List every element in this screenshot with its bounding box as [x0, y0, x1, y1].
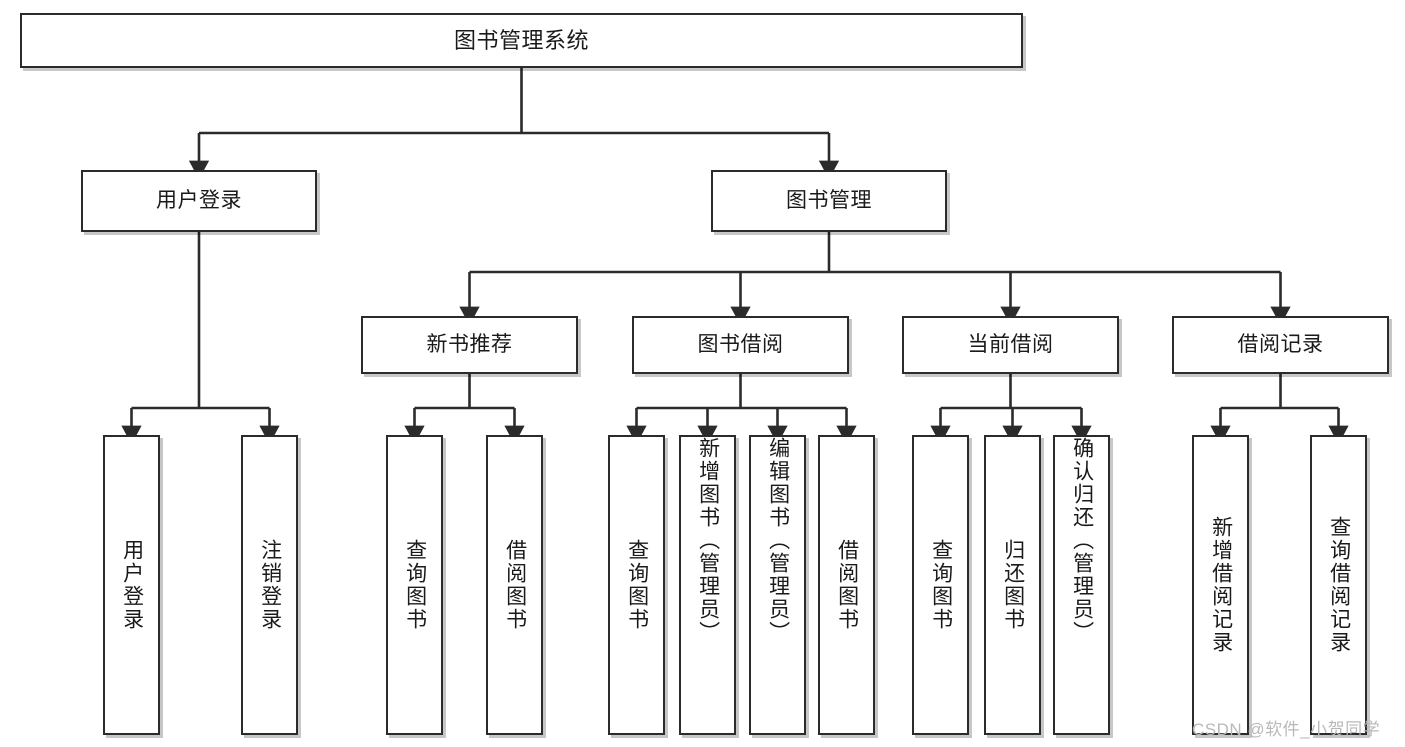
node-leaf-borrow-book[interactable]: 借阅图书 — [818, 435, 875, 735]
node-book-manage[interactable]: 图书管理 — [711, 170, 947, 232]
node-leaf-query-book-borrow[interactable]: 查询图书 — [608, 435, 665, 735]
node-leaf-add-book-label: 新增图书（管理员） — [696, 437, 720, 644]
node-leaf-query-book-rec-label: 查询图书 — [403, 539, 427, 631]
node-current-borrow[interactable]: 当前借阅 — [902, 316, 1119, 374]
node-new-book-rec[interactable]: 新书推荐 — [361, 316, 578, 374]
node-leaf-borrow-book-label: 借阅图书 — [835, 539, 859, 631]
node-user-login-label: 用户登录 — [156, 188, 242, 212]
node-book-borrow[interactable]: 图书借阅 — [632, 316, 849, 374]
node-leaf-add-book[interactable]: 新增图书（管理员） — [679, 435, 736, 735]
node-leaf-borrow-book-rec-label: 借阅图书 — [503, 539, 527, 631]
node-leaf-confirm-return[interactable]: 确认归还（管理员） — [1053, 435, 1110, 735]
node-leaf-query-record-label: 查询借阅记录 — [1327, 516, 1351, 654]
node-new-book-rec-label: 新书推荐 — [426, 332, 513, 356]
node-leaf-query-book-cur[interactable]: 查询图书 — [912, 435, 969, 735]
node-leaf-logout-label: 注销登录 — [258, 539, 282, 631]
node-root[interactable]: 图书管理系统 — [20, 13, 1023, 68]
node-borrow-record-label: 借阅记录 — [1237, 332, 1324, 356]
node-borrow-record[interactable]: 借阅记录 — [1172, 316, 1389, 374]
node-leaf-return-book[interactable]: 归还图书 — [984, 435, 1041, 735]
node-leaf-query-book-borrow-label: 查询图书 — [625, 539, 649, 631]
node-leaf-logout[interactable]: 注销登录 — [241, 435, 298, 735]
node-current-borrow-label: 当前借阅 — [967, 332, 1054, 356]
node-leaf-edit-book-label: 编辑图书（管理员） — [766, 437, 790, 644]
node-leaf-add-record-label: 新增借阅记录 — [1209, 516, 1233, 654]
node-leaf-query-book-cur-label: 查询图书 — [929, 539, 953, 631]
node-leaf-query-record[interactable]: 查询借阅记录 — [1310, 435, 1367, 735]
node-leaf-user-login-label: 用户登录 — [120, 539, 144, 631]
node-user-login[interactable]: 用户登录 — [81, 170, 317, 232]
node-book-manage-label: 图书管理 — [786, 188, 872, 212]
watermark: CSDN @软件_小贺同学 — [1192, 720, 1381, 739]
node-book-borrow-label: 图书借阅 — [697, 332, 784, 356]
node-leaf-return-book-label: 归还图书 — [1001, 539, 1025, 631]
node-leaf-user-login[interactable]: 用户登录 — [103, 435, 160, 735]
node-leaf-edit-book[interactable]: 编辑图书（管理员） — [749, 435, 806, 735]
node-root-label: 图书管理系统 — [453, 27, 589, 53]
node-leaf-add-record[interactable]: 新增借阅记录 — [1192, 435, 1249, 735]
node-leaf-query-book-rec[interactable]: 查询图书 — [386, 435, 443, 735]
node-leaf-confirm-return-label: 确认归还（管理员） — [1070, 437, 1094, 644]
node-leaf-borrow-book-rec[interactable]: 借阅图书 — [486, 435, 543, 735]
